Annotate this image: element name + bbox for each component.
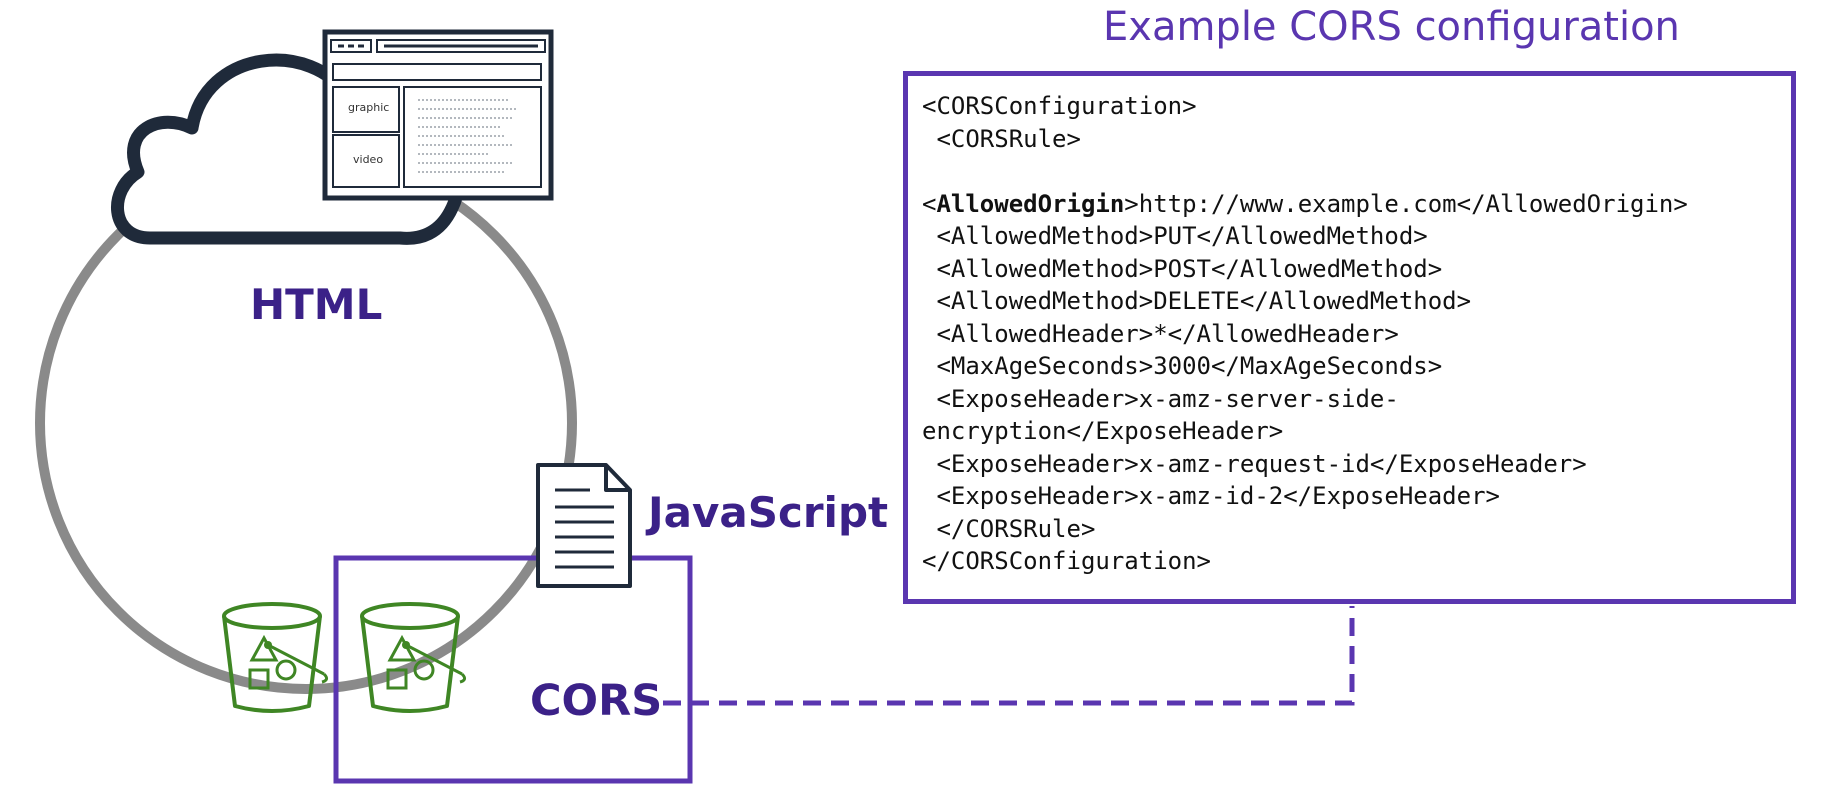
cors-label: CORS	[530, 676, 663, 726]
allowed-origin-tag: AllowedOrigin	[936, 189, 1125, 218]
config-line: encryption</ExposeHeader>	[922, 417, 1284, 445]
browser-window-icon	[322, 29, 554, 201]
s3-bucket-icon	[222, 602, 329, 713]
config-line: <AllowedMethod>PUT</AllowedMethod>	[922, 222, 1428, 250]
html-label: HTML	[250, 280, 383, 329]
config-line: <CORSRule>	[922, 124, 1081, 153]
config-line: </CORSConfiguration>	[922, 547, 1211, 575]
cors-config-box: <CORSConfiguration> <CORSRule> <AllowedO…	[903, 71, 1796, 604]
cors-box	[333, 555, 693, 784]
window-video-text: video	[353, 153, 384, 166]
cors-config-code: <CORSConfiguration> <CORSRule> <AllowedO…	[922, 90, 1688, 578]
config-line: <AllowedOrigin>http://www.example.com</A…	[922, 189, 1688, 218]
config-line: <ExposeHeader>x-amz-request-id</ExposeHe…	[922, 449, 1587, 478]
document-icon	[536, 463, 632, 588]
config-line: <CORSConfiguration>	[922, 92, 1197, 120]
config-line: <AllowedMethod>POST</AllowedMethod>	[922, 254, 1443, 283]
config-line: <AllowedHeader>*</AllowedHeader>	[922, 319, 1399, 348]
s3-bucket-icon	[360, 602, 467, 713]
config-line: <AllowedMethod>DELETE</AllowedMethod>	[922, 287, 1472, 315]
config-line: <ExposeHeader>x-amz-id-2</ExposeHeader>	[922, 482, 1500, 510]
window-graphic-text: graphic	[348, 101, 390, 114]
config-line: <ExposeHeader>x-amz-server-side-	[922, 384, 1399, 413]
config-title: Example CORS configuration	[1103, 4, 1680, 50]
config-line	[922, 155, 1688, 188]
config-line: </CORSRule>	[922, 514, 1096, 543]
javascript-label: JavaScript	[648, 488, 889, 537]
connector-dashed-line	[663, 606, 1355, 706]
config-line: <MaxAgeSeconds>3000</MaxAgeSeconds>	[922, 352, 1443, 380]
